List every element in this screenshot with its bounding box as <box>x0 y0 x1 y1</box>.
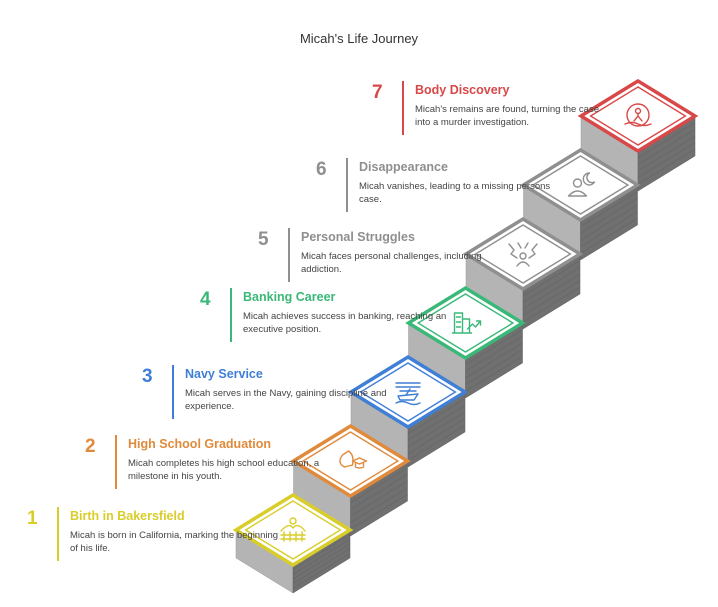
step-title: High School Graduation <box>128 437 272 451</box>
step-hatch <box>407 425 466 461</box>
step-number: 5 <box>258 229 269 250</box>
step-number: 6 <box>316 159 327 180</box>
step-hatch <box>292 539 351 575</box>
step-6 <box>520 147 641 261</box>
step-hatch <box>350 480 408 517</box>
step-top-face <box>405 285 526 361</box>
step-accent-bar <box>288 228 290 282</box>
step-hatch <box>350 494 408 530</box>
step-accent-bar <box>346 158 348 212</box>
step-hatch <box>465 336 523 372</box>
step-hatch <box>522 273 581 310</box>
diagram-title: Micah's Life Journey <box>299 31 419 46</box>
step-2 <box>290 423 411 537</box>
step-hatch <box>637 122 696 158</box>
step-description: Micah faces personal challenges, includi… <box>301 251 482 275</box>
step-hatch <box>407 411 466 448</box>
step-accent-bar <box>402 81 404 135</box>
step-hatch <box>580 204 638 241</box>
step-title: Disappearance <box>359 160 448 174</box>
step-hatch <box>580 198 638 234</box>
step-description: Micah's remains are found, turning the c… <box>415 104 599 128</box>
step-hatch <box>580 211 638 247</box>
step-hatch <box>465 356 523 392</box>
step-hatch <box>465 329 523 365</box>
step-hatch <box>350 487 408 523</box>
step-hatch <box>407 398 466 434</box>
step-5 <box>462 216 584 330</box>
step-accent-bar <box>115 435 117 489</box>
step-accent-bar <box>172 365 174 419</box>
step-hatch <box>292 543 351 580</box>
person-moon-icon <box>567 172 596 197</box>
step-4 <box>405 285 526 399</box>
step-number: 3 <box>142 366 153 387</box>
step-hatch <box>522 287 581 323</box>
step-description: Micah serves in the Navy, gaining discip… <box>185 388 387 412</box>
step-hatch <box>350 467 408 503</box>
step-title: Navy Service <box>185 367 263 381</box>
step-inner-border <box>301 431 400 491</box>
step-hatch <box>580 191 638 227</box>
step-number: 7 <box>372 82 383 103</box>
step-hatch <box>637 149 696 185</box>
step-hatch <box>350 474 408 510</box>
step-hatch <box>522 267 581 303</box>
step-hatch <box>522 260 581 296</box>
step-inner-border <box>531 155 630 215</box>
landscape-fence-icon <box>280 517 306 542</box>
step-top-face <box>462 216 584 292</box>
graduation-cap-icon <box>339 450 368 469</box>
step-inner-border <box>244 500 342 560</box>
ship-icon <box>395 382 421 406</box>
step-description: Micah is born in California, marking the… <box>70 530 279 554</box>
step-hatch <box>637 129 696 165</box>
step-title: Birth in Bakersfield <box>70 509 185 523</box>
step-description: Micah achieves success in banking, reach… <box>243 311 447 335</box>
step-hatch <box>465 349 523 385</box>
step-number: 1 <box>27 508 38 529</box>
step-inner-border <box>416 293 515 353</box>
step-hatch <box>580 218 638 254</box>
step-description: Micah completes his high school educatio… <box>128 458 320 482</box>
person-struggle-icon <box>508 242 538 267</box>
step-accent-bar <box>230 288 232 342</box>
step-inner-border <box>589 86 687 146</box>
step-inner-border <box>359 362 457 422</box>
step-top-face <box>232 492 354 568</box>
step-hatch <box>637 142 696 178</box>
discovery-icon <box>624 103 652 127</box>
step-hatch <box>522 280 581 316</box>
step-1 <box>232 492 354 594</box>
step-top-face <box>290 423 411 499</box>
step-hatch <box>465 342 523 379</box>
step-hatch <box>292 534 351 570</box>
step-number: 4 <box>200 289 211 310</box>
step-hatch <box>407 418 466 454</box>
office-growth-icon <box>451 312 482 334</box>
step-accent-bar <box>57 507 59 561</box>
step-number: 2 <box>85 436 96 457</box>
step-hatch <box>407 405 466 441</box>
step-3 <box>347 354 469 468</box>
step-title: Body Discovery <box>415 83 510 97</box>
step-title: Personal Struggles <box>301 230 415 244</box>
step-description: Micah vanishes, leading to a missing per… <box>359 181 551 205</box>
step-hatch <box>292 553 351 589</box>
step-inner-border <box>474 224 572 284</box>
step-title: Banking Career <box>243 290 336 304</box>
step-hatch <box>637 135 696 172</box>
step-hatch <box>292 548 351 584</box>
step-7 <box>577 78 699 192</box>
